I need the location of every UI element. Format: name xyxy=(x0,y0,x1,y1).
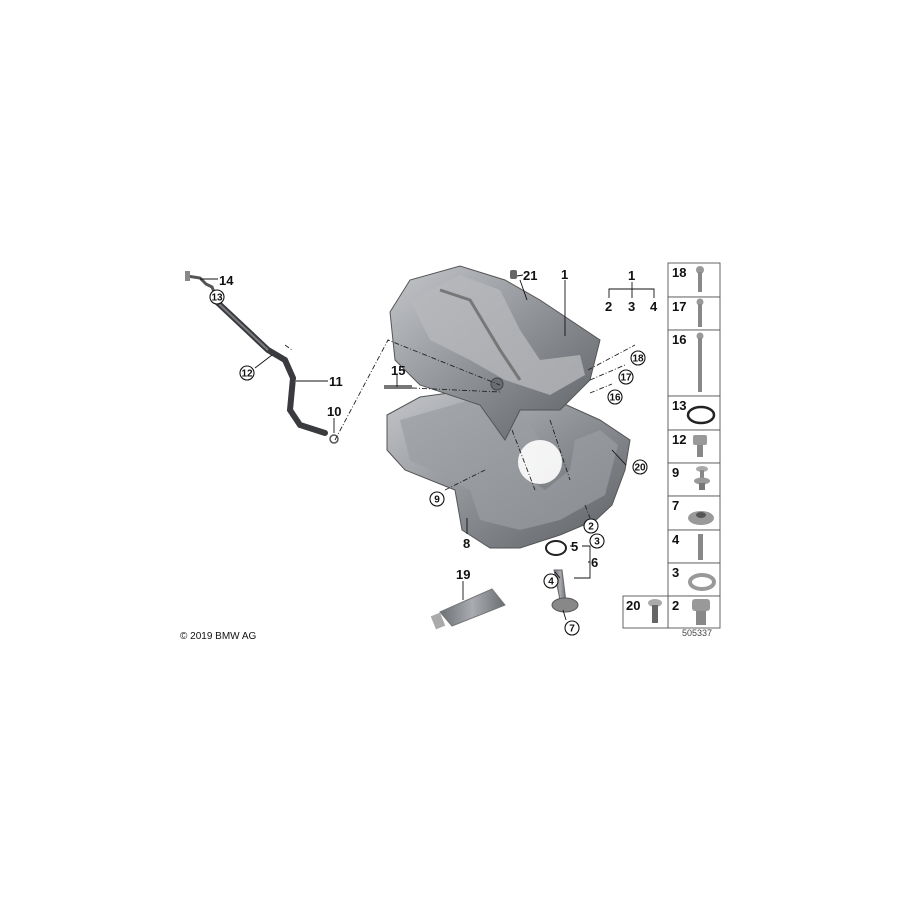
o-ring-10 xyxy=(329,434,339,444)
svg-text:16: 16 xyxy=(609,393,621,404)
svg-text:11: 11 xyxy=(329,374,343,389)
callout-6[interactable]: 6 xyxy=(591,555,598,570)
callout-12[interactable]: 12 xyxy=(239,365,255,381)
svg-text:16: 16 xyxy=(672,332,686,347)
svg-text:2: 2 xyxy=(672,598,679,613)
svg-text:1: 1 xyxy=(561,267,568,282)
upper-oil-pan xyxy=(389,265,601,441)
svg-text:4: 4 xyxy=(548,577,554,588)
bracket-parent[interactable]: 1 xyxy=(628,268,635,283)
parts-table-cell-12[interactable]: 12 xyxy=(667,429,721,464)
svg-text:12: 12 xyxy=(672,432,686,447)
callout-17[interactable]: 17 xyxy=(618,369,634,385)
parts-table: 18 17 16 13 12 9 xyxy=(622,262,721,629)
svg-text:15: 15 xyxy=(391,363,405,378)
callout-21[interactable]: 21 xyxy=(523,268,537,283)
drain-plug-icon xyxy=(692,599,710,625)
bolt-icon xyxy=(696,298,704,327)
expanding-rivet-icon xyxy=(694,466,710,490)
parts-table-cell-20[interactable]: 20 xyxy=(622,595,669,629)
callout-15[interactable]: 15 xyxy=(391,363,405,378)
bolt-icon xyxy=(696,266,704,292)
callout-3[interactable]: 3 xyxy=(589,533,605,549)
callout-16[interactable]: 16 xyxy=(607,389,623,405)
callout-19[interactable]: 19 xyxy=(456,567,470,582)
bolt-15 xyxy=(384,385,412,389)
bracket-child[interactable]: 2 xyxy=(605,299,612,314)
parts-table-cell-4[interactable]: 4 xyxy=(667,529,721,564)
svg-text:5: 5 xyxy=(571,539,578,554)
drain-plug-assembly xyxy=(545,540,579,613)
callout-4[interactable]: 4 xyxy=(543,573,559,589)
svg-text:19: 19 xyxy=(456,567,470,582)
bracket-child[interactable]: 3 xyxy=(628,299,635,314)
svg-text:10: 10 xyxy=(327,404,341,419)
svg-text:2: 2 xyxy=(588,522,594,533)
svg-text:12: 12 xyxy=(241,369,253,380)
svg-text:17: 17 xyxy=(672,299,686,314)
parts-table-cell-16[interactable]: 16 xyxy=(667,329,721,397)
callout-2[interactable]: 2 xyxy=(583,518,599,534)
image-number: 505337 xyxy=(682,628,712,638)
callout-8[interactable]: 8 xyxy=(463,536,470,551)
svg-text:18: 18 xyxy=(632,354,644,365)
lower-oil-pan xyxy=(386,389,631,549)
callout-7[interactable]: 7 xyxy=(564,620,580,636)
svg-text:21: 21 xyxy=(523,268,537,283)
flange-nut-icon xyxy=(688,511,714,525)
dipstick-guide-tube xyxy=(215,300,328,436)
svg-text:7: 7 xyxy=(672,498,679,513)
callout-9[interactable]: 9 xyxy=(429,491,445,507)
callout-13[interactable]: 13 xyxy=(209,289,225,305)
parts-table-cell-7[interactable]: 7 xyxy=(667,495,721,531)
callout-1[interactable]: 1 xyxy=(561,267,568,282)
callout-20[interactable]: 20 xyxy=(632,459,648,475)
svg-text:3: 3 xyxy=(672,565,679,580)
svg-text:6: 6 xyxy=(591,555,598,570)
svg-text:18: 18 xyxy=(672,265,686,280)
o-ring-icon xyxy=(686,405,716,425)
callout-11[interactable]: 11 xyxy=(329,374,343,389)
parts-table-cell-9[interactable]: 9 xyxy=(667,462,721,497)
svg-text:9: 9 xyxy=(672,465,679,480)
svg-text:20: 20 xyxy=(626,598,640,613)
callout-10[interactable]: 10 xyxy=(327,404,341,419)
hex-bolt-icon xyxy=(693,435,707,457)
parts-table-cell-2[interactable]: 2 xyxy=(667,595,721,629)
parts-table-cell-13[interactable]: 13 xyxy=(667,395,721,431)
bracket-child[interactable]: 4 xyxy=(650,299,658,314)
sealant-tube xyxy=(430,588,506,630)
set-bracket: 1 2 3 4 xyxy=(605,268,658,314)
stud-icon xyxy=(698,534,703,560)
dipstick-handle xyxy=(185,271,216,293)
screw-21 xyxy=(510,270,517,279)
callout-14[interactable]: 14 xyxy=(219,273,234,288)
svg-text:17: 17 xyxy=(620,373,632,384)
parts-table-cell-17[interactable]: 17 xyxy=(667,296,721,331)
svg-text:7: 7 xyxy=(569,624,575,635)
long-bolt-icon xyxy=(696,332,704,392)
callout-5[interactable]: 5 xyxy=(571,539,578,554)
svg-text:8: 8 xyxy=(463,536,470,551)
svg-text:13: 13 xyxy=(211,293,223,304)
svg-text:20: 20 xyxy=(634,463,646,474)
svg-text:9: 9 xyxy=(434,495,440,506)
seal-ring-icon xyxy=(688,573,716,591)
screw-icon xyxy=(648,599,662,623)
copyright: © 2019 BMW AG xyxy=(180,631,257,642)
parts-table-cell-3[interactable]: 3 xyxy=(667,562,721,597)
svg-text:13: 13 xyxy=(672,398,686,413)
callout-18[interactable]: 18 xyxy=(630,350,646,366)
parts-table-cell-18[interactable]: 18 xyxy=(667,262,721,298)
svg-text:3: 3 xyxy=(594,537,600,548)
svg-text:14: 14 xyxy=(219,273,234,288)
svg-text:4: 4 xyxy=(672,532,680,547)
